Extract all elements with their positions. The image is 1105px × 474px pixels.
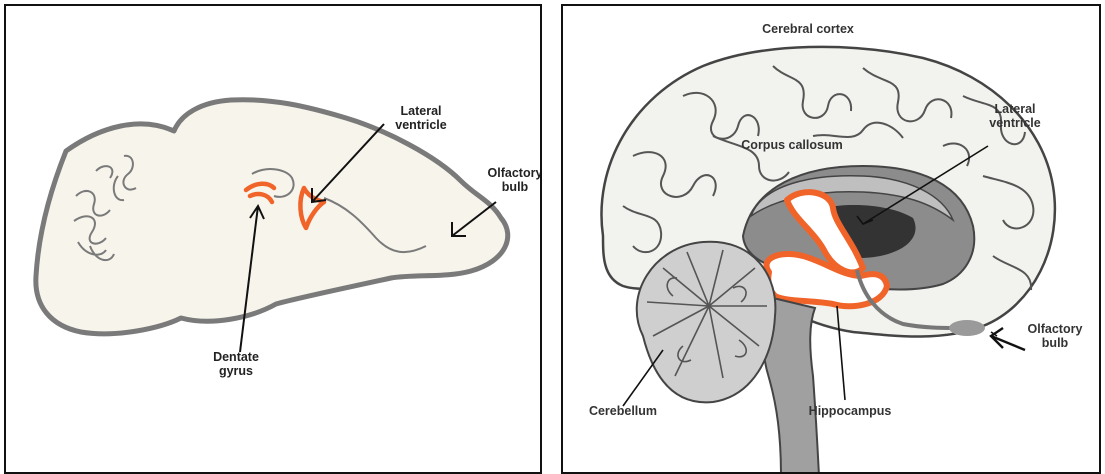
human-brain-panel: Cerebral cortex Corpus callosum Lateral … (561, 4, 1101, 474)
cerebellum-shape (637, 242, 776, 403)
label-cerebellum: Cerebellum (573, 404, 673, 418)
label-dentate-gyrus: Dentate gyrus (201, 350, 271, 378)
mouse-brain-diagram (6, 6, 542, 474)
label-olfactory-bulb-right: Olfactory bulb (1015, 322, 1095, 350)
label-hippocampus: Hippocampus (795, 404, 905, 418)
label-corpus-callosum: Corpus callosum (727, 138, 857, 152)
label-lateral-ventricle-left: Lateral ventricle (386, 104, 456, 132)
olfactory-bulb-shape (949, 320, 985, 336)
label-olfactory-bulb-left: Olfactory bulb (480, 166, 542, 194)
mouse-brain-panel: Lateral ventricle Olfactory bulb Dentate… (4, 4, 542, 474)
label-lateral-ventricle-right: Lateral ventricle (975, 102, 1055, 130)
mouse-brain-outline (36, 100, 508, 334)
label-cerebral-cortex: Cerebral cortex (743, 22, 873, 36)
